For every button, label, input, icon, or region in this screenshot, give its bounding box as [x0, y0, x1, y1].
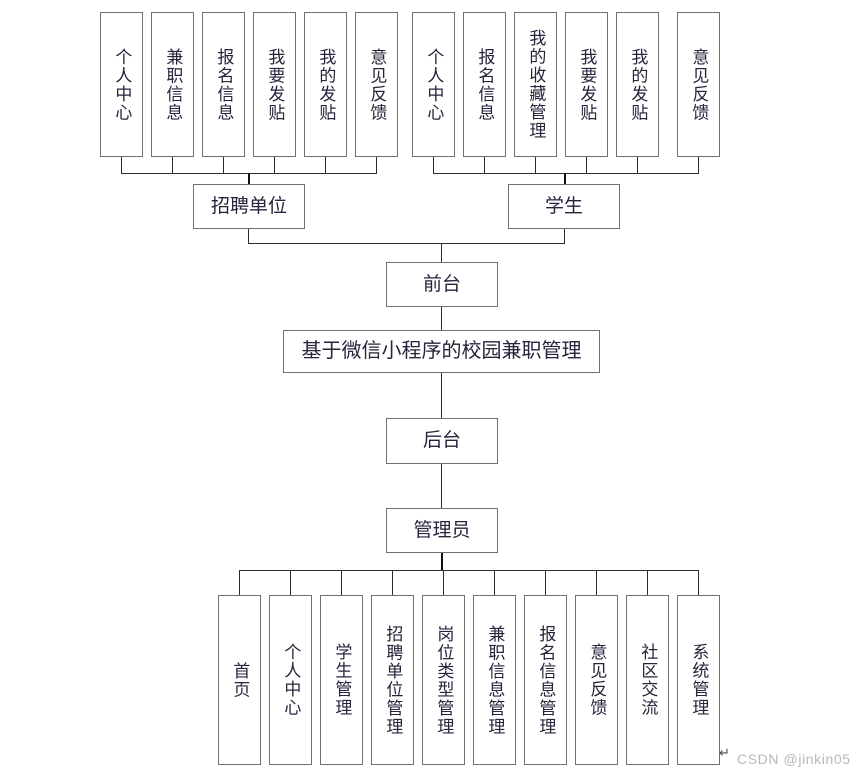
- connector-stem: [484, 157, 485, 174]
- leaf-label: 个人中心: [281, 643, 301, 717]
- connector-stem: [535, 157, 536, 174]
- connector-bus-admin: [239, 570, 699, 571]
- connector-stem: [443, 570, 444, 595]
- node-label: 基于微信小程序的校园兼职管理: [301, 340, 582, 363]
- node-label: 招聘单位: [210, 195, 287, 217]
- leaf-label: 我的收藏管理: [526, 29, 546, 140]
- leaf-node-student-5[interactable]: 意见反馈: [677, 12, 720, 157]
- connector-stem: [596, 570, 597, 595]
- leaf-node-student-2[interactable]: 我的收藏管理: [514, 12, 557, 157]
- leaf-node-recruiter-5[interactable]: 意见反馈: [355, 12, 398, 157]
- leaf-label: 我的发贴: [628, 47, 648, 122]
- connector-stem: [290, 570, 291, 595]
- leaf-node-recruiter-2[interactable]: 报名信息: [202, 12, 245, 157]
- connector-stem: [325, 157, 326, 174]
- leaf-label: 我的发贴: [316, 47, 336, 122]
- node-backend[interactable]: 后台: [386, 418, 498, 464]
- watermark-label: CSDN @jinkin05: [737, 751, 851, 767]
- leaf-label: 岗位类型管理: [434, 624, 454, 736]
- leaf-label: 我要发贴: [577, 47, 597, 122]
- connector-drop-recruiter: [248, 173, 250, 184]
- node-label: 学生: [544, 195, 583, 217]
- connector-stem: [239, 570, 240, 595]
- connector-drop-frontend: [441, 243, 442, 263]
- leaf-label: 报名信息: [214, 47, 234, 122]
- node-label: 管理员: [413, 519, 471, 541]
- leaf-node-recruiter-1[interactable]: 兼职信息: [151, 12, 194, 157]
- leaf-node-recruiter-3[interactable]: 我要发贴: [253, 12, 296, 157]
- node-frontend[interactable]: 前台: [386, 262, 498, 307]
- connector-stem: [433, 157, 434, 174]
- node-system-root[interactable]: 基于微信小程序的校园兼职管理: [283, 330, 600, 373]
- cursor-glyph: ↵: [719, 745, 730, 760]
- leaf-node-admin-8[interactable]: 社区交流: [626, 595, 669, 765]
- leaf-label: 兼职信息: [163, 47, 183, 122]
- connector-bus-student: [433, 173, 699, 174]
- leaf-node-admin-4[interactable]: 岗位类型管理: [422, 595, 465, 765]
- connector-root-to-backend: [441, 373, 442, 418]
- connector-frontend-to-root: [441, 307, 442, 331]
- connector-drop-student: [564, 173, 566, 184]
- connector-stem: [223, 157, 224, 174]
- connector-backend-to-admin: [441, 464, 442, 508]
- leaf-node-admin-1[interactable]: 个人中心: [269, 595, 312, 765]
- connector-stem: [586, 157, 587, 174]
- connector-stem: [698, 157, 699, 174]
- leaf-node-recruiter-0[interactable]: 个人中心: [100, 12, 143, 157]
- connector-stem: [545, 570, 546, 595]
- leaf-label: 社区交流: [638, 643, 658, 717]
- leaf-node-admin-2[interactable]: 学生管理: [320, 595, 363, 765]
- leaf-label: 意见反馈: [689, 47, 709, 122]
- leaf-node-student-3[interactable]: 我要发贴: [565, 12, 608, 157]
- node-student[interactable]: 学生: [508, 184, 620, 229]
- connector-stem: [564, 229, 565, 244]
- connector-stem: [698, 570, 699, 595]
- leaf-label: 我要发贴: [265, 47, 285, 122]
- leaf-node-admin-6[interactable]: 报名信息管理: [524, 595, 567, 765]
- leaf-node-admin-5[interactable]: 兼职信息管理: [473, 595, 516, 765]
- connector-bus-frontend: [248, 243, 565, 244]
- leaf-node-student-1[interactable]: 报名信息: [463, 12, 506, 157]
- connector-stem: [392, 570, 393, 595]
- connector-stem: [341, 570, 342, 595]
- leaf-label: 个人中心: [112, 47, 132, 122]
- leaf-label: 报名信息管理: [536, 624, 556, 736]
- leaf-label: 兼职信息管理: [485, 624, 505, 736]
- leaf-node-admin-3[interactable]: 招聘单位管理: [371, 595, 414, 765]
- leaf-node-admin-9[interactable]: 系统管理: [677, 595, 720, 765]
- leaf-label: 招聘单位管理: [383, 624, 403, 736]
- leaf-node-student-0[interactable]: 个人中心: [412, 12, 455, 157]
- leaf-label: 意见反馈: [587, 643, 607, 717]
- leaf-label: 个人中心: [424, 47, 444, 122]
- connector-stem: [172, 157, 173, 174]
- connector-stem: [121, 157, 122, 174]
- leaf-label: 系统管理: [689, 643, 709, 717]
- leaf-node-student-4[interactable]: 我的发贴: [616, 12, 659, 157]
- connector-stem: [494, 570, 495, 595]
- connector-stem: [637, 157, 638, 174]
- leaf-node-recruiter-4[interactable]: 我的发贴: [304, 12, 347, 157]
- node-label: 后台: [422, 430, 461, 452]
- node-admin[interactable]: 管理员: [386, 508, 498, 553]
- leaf-label: 学生管理: [332, 643, 352, 717]
- node-recruiter[interactable]: 招聘单位: [193, 184, 305, 229]
- connector-stem: [376, 157, 377, 174]
- node-label: 前台: [422, 273, 461, 295]
- leaf-node-admin-0[interactable]: 首页: [218, 595, 261, 765]
- leaf-node-admin-7[interactable]: 意见反馈: [575, 595, 618, 765]
- connector-drop-admin: [441, 553, 443, 571]
- leaf-label: 报名信息: [475, 47, 495, 122]
- connector-stem: [274, 157, 275, 174]
- connector-stem: [248, 229, 249, 244]
- connector-stem: [647, 570, 648, 595]
- leaf-label: 意见反馈: [367, 47, 387, 122]
- leaf-label: 首页: [230, 661, 250, 699]
